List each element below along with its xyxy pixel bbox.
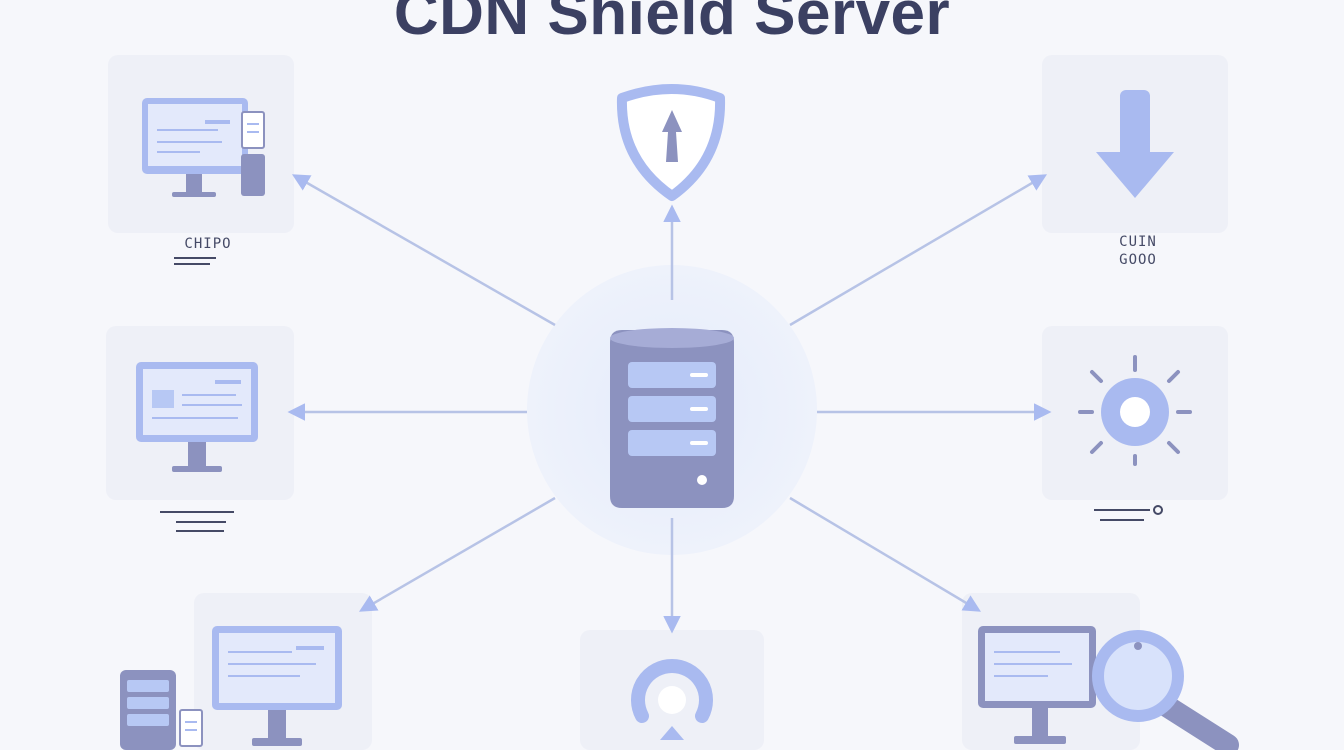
monitor-server-icon [120,626,342,750]
connector-top-right [789,174,1048,327]
workstation-icon [142,98,265,197]
connector-bottom-right [789,496,982,612]
connector-bottom-left [358,496,556,612]
shield-icon [616,84,726,201]
location-icon [631,659,713,740]
download-arrow-icon [1096,90,1174,198]
monitor-icon [136,362,258,472]
server-icon [610,328,734,508]
caption-lines-mid-left [160,511,234,532]
gear-icon [1078,355,1192,466]
caption-top-left: CHIPO [184,236,232,252]
caption-lines-top-left [174,257,216,265]
caption-top-right-2: GOOO [1119,252,1157,268]
caption-top-right-1: CUIN [1119,234,1157,250]
caption-lines-mid-right [1094,505,1163,521]
connectors [287,174,1052,634]
magnifier-icon [978,626,1239,750]
connector-top-left [291,174,556,327]
diagram-title: CDN Shield Server [393,0,951,48]
